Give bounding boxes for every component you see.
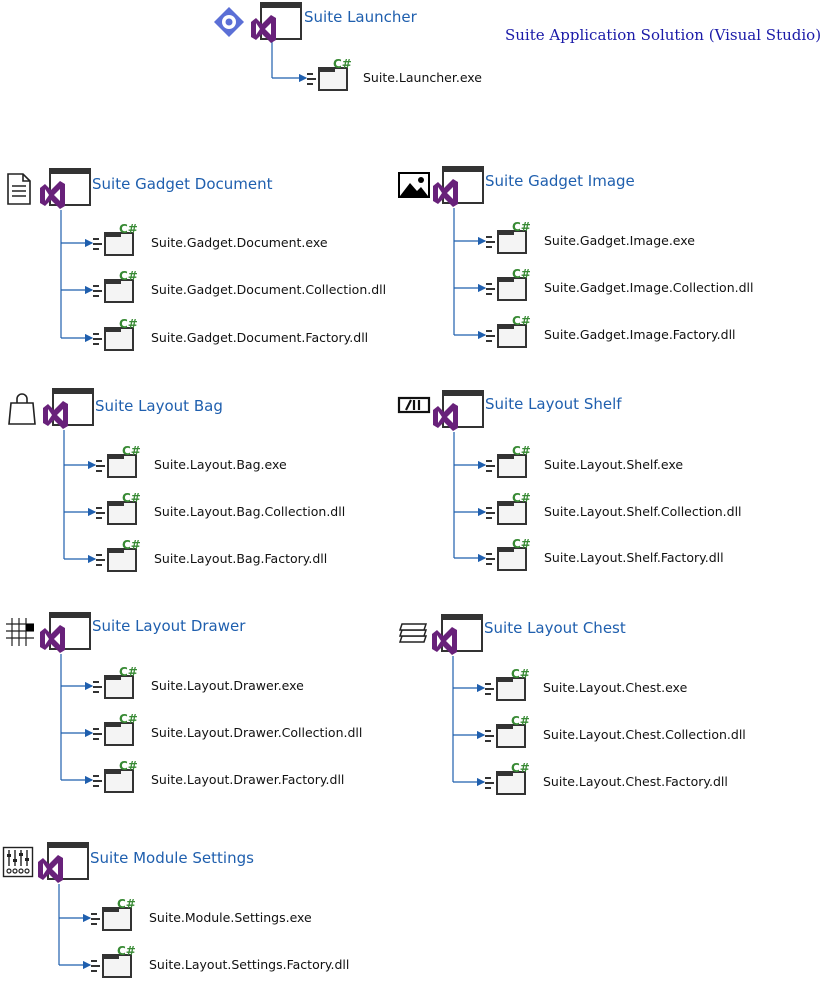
svg-text:C#: C#	[512, 268, 530, 281]
csharp-project-icon: C#	[484, 491, 531, 528]
csharp-project-icon: C#	[89, 944, 136, 981]
svg-text:C#: C#	[122, 492, 140, 505]
visual-studio-project-icon[interactable]	[38, 612, 92, 658]
assembly-label: Suite.Gadget.Document.exe	[151, 235, 328, 250]
assembly-label: Suite.Layout.Chest.Factory.dll	[543, 774, 728, 789]
assembly-label: Suite.Layout.Drawer.Collection.dll	[151, 725, 363, 740]
stacked-layers-icon	[396, 618, 430, 650]
assembly-label: Suite.Gadget.Document.Factory.dll	[151, 330, 369, 345]
visual-studio-project-icon[interactable]	[249, 2, 303, 48]
svg-text:C#: C#	[511, 762, 529, 775]
visual-studio-project-icon[interactable]	[430, 614, 484, 660]
visual-studio-project-icon[interactable]	[431, 390, 485, 436]
csharp-project-icon: C#	[305, 57, 352, 94]
project-title: Suite Layout Shelf	[485, 395, 622, 413]
assembly-label: Suite.Layout.Drawer.exe	[151, 678, 304, 693]
svg-text:C#: C#	[512, 221, 530, 234]
svg-text:C#: C#	[512, 445, 530, 458]
project-title: Suite Launcher	[304, 8, 417, 26]
visual-studio-project-icon[interactable]	[431, 166, 485, 212]
sliders-icon	[2, 846, 34, 882]
assembly-label: Suite.Layout.Bag.Collection.dll	[154, 504, 346, 519]
assembly-label: Suite.Layout.Settings.Factory.dll	[149, 957, 350, 972]
bag-icon	[7, 392, 37, 430]
svg-text:C#: C#	[119, 318, 137, 331]
assembly-label: Suite.Layout.Bag.Factory.dll	[154, 551, 328, 566]
visual-studio-project-icon[interactable]	[41, 388, 95, 434]
assembly-label: Suite.Layout.Shelf.exe	[544, 457, 684, 472]
svg-text:C#: C#	[512, 538, 530, 551]
svg-text:C#: C#	[119, 760, 137, 773]
csharp-project-icon: C#	[483, 761, 530, 798]
assembly-label: Suite.Gadget.Image.exe	[544, 233, 695, 248]
visual-studio-project-icon[interactable]	[38, 168, 92, 214]
csharp-project-icon: C#	[94, 444, 141, 481]
csharp-project-icon: C#	[483, 667, 530, 704]
csharp-project-icon: C#	[484, 444, 531, 481]
document-icon	[4, 172, 34, 210]
project-title: Suite Module Settings	[90, 849, 254, 867]
csharp-project-icon: C#	[91, 712, 138, 749]
solution-title: Suite Application Solution (Visual Studi…	[505, 26, 822, 44]
assembly-label: Suite.Launcher.exe	[363, 70, 482, 85]
assembly-label: Suite.Layout.Shelf.Factory.dll	[544, 550, 724, 565]
csharp-project-icon: C#	[484, 314, 531, 351]
grid-drawer-icon	[4, 616, 36, 652]
csharp-project-icon: C#	[91, 759, 138, 796]
csharp-project-icon: C#	[91, 222, 138, 259]
assembly-label: Suite.Module.Settings.exe	[149, 910, 312, 925]
csharp-project-icon: C#	[484, 267, 531, 304]
assembly-label: Suite.Layout.Drawer.Factory.dll	[151, 772, 345, 787]
svg-text:C#: C#	[333, 58, 351, 71]
project-title: Suite Layout Drawer	[92, 617, 246, 635]
svg-text:C#: C#	[119, 666, 137, 679]
shelf-icon	[397, 394, 431, 420]
csharp-project-icon: C#	[484, 537, 531, 574]
assembly-label: Suite.Layout.Chest.Collection.dll	[543, 727, 746, 742]
svg-text:C#: C#	[511, 668, 529, 681]
project-title: Suite Layout Bag	[95, 397, 223, 415]
csharp-project-icon: C#	[91, 269, 138, 306]
csharp-project-icon: C#	[94, 538, 141, 575]
csharp-project-icon: C#	[483, 714, 530, 751]
svg-text:C#: C#	[511, 715, 529, 728]
svg-text:C#: C#	[122, 539, 140, 552]
svg-text:C#: C#	[122, 445, 140, 458]
svg-text:C#: C#	[512, 492, 530, 505]
assembly-label: Suite.Layout.Chest.exe	[543, 680, 688, 695]
image-icon	[397, 170, 431, 204]
svg-text:C#: C#	[119, 270, 137, 283]
svg-text:C#: C#	[119, 713, 137, 726]
assembly-label: Suite.Gadget.Document.Collection.dll	[151, 282, 387, 297]
csharp-project-icon: C#	[91, 317, 138, 354]
assembly-label: Suite.Layout.Shelf.Collection.dll	[544, 504, 742, 519]
assembly-label: Suite.Gadget.Image.Factory.dll	[544, 327, 736, 342]
svg-text:C#: C#	[119, 223, 137, 236]
csharp-project-icon: C#	[91, 665, 138, 702]
visual-studio-project-icon[interactable]	[36, 842, 90, 888]
project-title: Suite Layout Chest	[484, 619, 626, 637]
launcher-diamond-icon	[212, 5, 246, 43]
project-title: Suite Gadget Document	[92, 175, 273, 193]
svg-text:C#: C#	[117, 898, 135, 911]
csharp-project-icon: C#	[484, 220, 531, 257]
csharp-project-icon: C#	[94, 491, 141, 528]
assembly-label: Suite.Layout.Bag.exe	[154, 457, 287, 472]
project-title: Suite Gadget Image	[485, 172, 635, 190]
svg-text:C#: C#	[117, 945, 135, 958]
csharp-project-icon: C#	[89, 897, 136, 934]
svg-text:C#: C#	[512, 315, 530, 328]
assembly-label: Suite.Gadget.Image.Collection.dll	[544, 280, 754, 295]
